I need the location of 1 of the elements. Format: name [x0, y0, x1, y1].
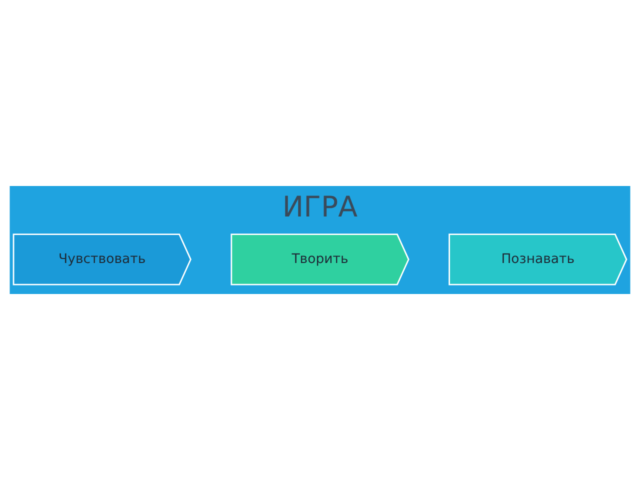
diagram-title: ИГРА	[282, 190, 358, 224]
